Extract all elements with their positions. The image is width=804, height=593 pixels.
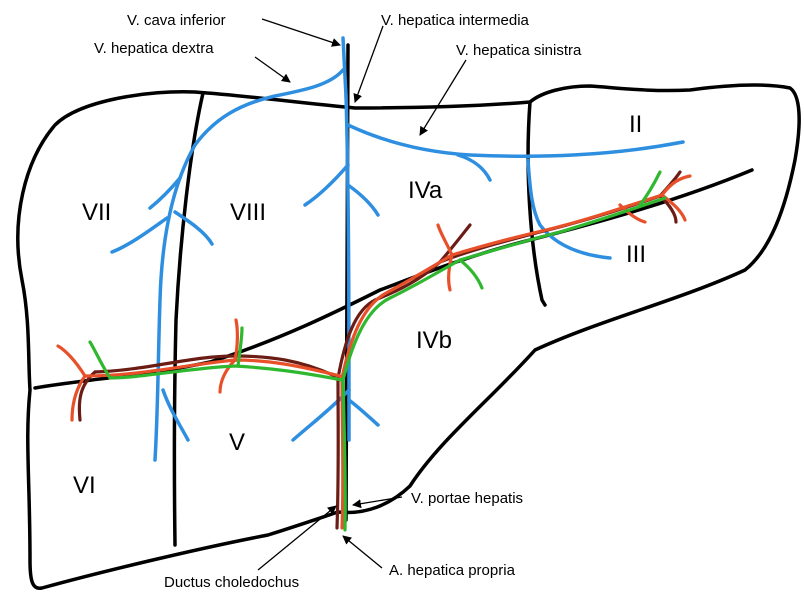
segment-label-iii: III [626,241,646,268]
v-hepatica-dextra-vessel [155,70,343,460]
v-cava-inferior-vessel [343,38,346,96]
liver-outline-group [18,45,799,588]
segment-label-iva: IVa [408,177,443,204]
v-portae-twig-v-1 [235,320,237,360]
v-portae-trunk [342,195,662,528]
label-v-hepatica-dextra: V. hepatica dextra [94,40,214,57]
segment-label-v: V [229,429,245,456]
pointer-ductus-choledochus [258,506,336,570]
pointer-v-hepatica-dextra [255,57,290,82]
pointer-v-portae-hepatis [353,497,402,505]
v-hepatica-intermedia-branch-upper [305,165,348,205]
v-hepatica-intermedia-branch-lower-right [349,400,378,425]
v-hepatica-intermedia-branch-right [348,185,378,215]
label-a-hepatica-propria: A. hepatica propria [389,562,516,579]
border-iva-ii [528,102,545,305]
label-v-cava-inferior: V. cava inferior [127,12,226,29]
ductus-twig-ivb [460,260,482,288]
v-portae-twig-ivb-1 [438,225,452,255]
pointer-v-hepatica-sinistra [420,60,466,135]
a-hepatica-trunk [337,196,660,528]
label-v-hepatica-sinistra: V. hepatica sinistra [456,42,582,59]
ductus-choledochus-trunk [343,198,665,530]
segment-label-ivb: IVb [416,327,452,354]
liver-outline [18,85,799,588]
hepatic-veins-group [112,38,683,460]
segment-label-vii: VII [82,199,111,226]
segment-label-ii: II [629,111,642,138]
v-hepatica-dextra-branch-left [112,218,167,252]
label-v-hepatica-intermedia: V. hepatica intermedia [381,12,530,29]
v-hepatica-sinistra-branch-iii [528,160,610,258]
pointer-a-hepatica-propria [343,536,382,568]
label-ductus-choledochus: Ductus choledochus [164,574,299,591]
pointer-v-hepatica-intermedia [355,26,383,102]
pointer-v-cava-inferior [262,19,340,45]
segment-label-vi: VI [73,472,96,499]
v-portae-twig-ivb-2 [449,255,452,290]
portal-triad-group [58,172,690,530]
segment-label-viii: VIII [230,199,266,226]
v-portae-twig-right-1 [58,346,85,376]
label-v-portae-hepatis: V. portae hepatis [411,490,523,507]
v-hepatica-sinistra-branch-iva [458,155,490,180]
